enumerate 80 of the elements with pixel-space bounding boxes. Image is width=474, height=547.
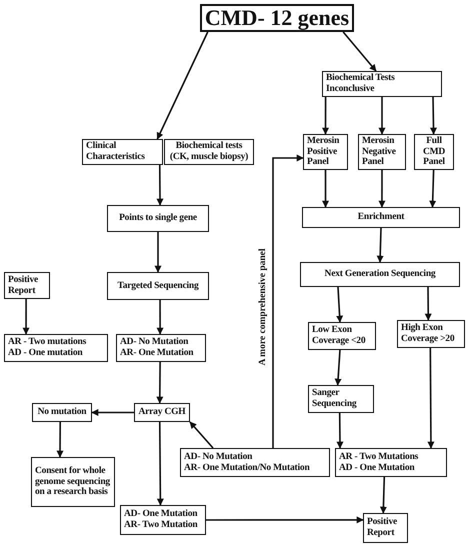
arrow bbox=[334, 350, 342, 386]
box-text: AR - Two Mutations bbox=[339, 452, 418, 462]
box-text: AD- No Mutation bbox=[120, 337, 188, 348]
process-box bbox=[120, 505, 206, 535]
box-text: Points to single gene bbox=[119, 213, 197, 224]
title-text: CMD- 12 genes bbox=[204, 7, 350, 29]
arrow bbox=[156, 165, 164, 206]
arrow bbox=[336, 413, 344, 449]
process-box bbox=[358, 134, 406, 170]
box-text: Consent for whole genome sequencing on a research basis bbox=[35, 466, 111, 498]
arrow bbox=[430, 96, 437, 135]
process-box bbox=[180, 448, 330, 477]
arrow bbox=[378, 170, 386, 208]
arrow bbox=[206, 516, 364, 524]
process-box bbox=[134, 403, 190, 422]
box-text: AR- One Mutation/No Mutation bbox=[184, 462, 310, 474]
box-text: AR - Two mutations bbox=[8, 337, 86, 348]
process-box bbox=[335, 448, 447, 477]
box-text: Targeted Sequencing bbox=[117, 280, 199, 292]
box-text: AR- One Mutation bbox=[120, 348, 194, 359]
process-box bbox=[414, 134, 454, 170]
arrow bbox=[427, 348, 434, 449]
box-text: Enrichment bbox=[358, 212, 404, 223]
process-box bbox=[107, 272, 209, 300]
box-text: Merosin Positive Panel bbox=[307, 136, 340, 168]
arrow bbox=[429, 170, 436, 208]
arrow bbox=[91, 409, 134, 416]
box-text: Sanger Sequencing bbox=[312, 388, 358, 410]
arrow bbox=[189, 421, 214, 449]
arrow bbox=[154, 232, 162, 273]
arrow bbox=[156, 422, 164, 506]
box-text: Clinical Characteristics bbox=[86, 141, 146, 163]
arrow bbox=[56, 422, 64, 458]
arrow bbox=[424, 287, 432, 321]
arrow bbox=[272, 154, 304, 448]
process-box bbox=[302, 207, 460, 228]
box-text: Array CGH bbox=[138, 407, 186, 418]
process-box bbox=[116, 334, 206, 362]
arrow bbox=[378, 97, 386, 135]
arrow bbox=[22, 299, 30, 335]
process-box bbox=[363, 513, 408, 543]
box-text: Merosin Negative Panel bbox=[362, 136, 397, 168]
arrow bbox=[342, 31, 377, 72]
box-text: AD- One Mutation bbox=[124, 509, 198, 520]
process-box bbox=[397, 320, 465, 348]
box-text: Low Exon Coverage <20 bbox=[312, 325, 366, 347]
arrow bbox=[336, 286, 344, 323]
process-box bbox=[200, 4, 354, 32]
arrow bbox=[156, 362, 164, 404]
box-text: AD - One Mutation bbox=[339, 462, 414, 474]
process-box bbox=[107, 205, 209, 232]
box-text: Next Generation Sequencing bbox=[324, 269, 436, 280]
process-box bbox=[32, 403, 92, 422]
arrow bbox=[376, 228, 384, 263]
box-text: Biochemical Tests Inconclusive bbox=[326, 73, 396, 95]
box-text: AD - One mutation bbox=[8, 348, 82, 359]
box-text: Full CMD Panel bbox=[422, 136, 446, 168]
box-text: High Exon Coverage >20 bbox=[401, 323, 456, 345]
process-box bbox=[164, 139, 254, 165]
box-text: AD- No Mutation bbox=[184, 452, 252, 462]
edge-label: A more comprehensive panel bbox=[258, 246, 268, 368]
box-text: Biochemical tests (CK, muscle biopsy) bbox=[168, 141, 250, 163]
process-box bbox=[308, 385, 374, 413]
box-text: Positive Report bbox=[367, 517, 398, 539]
process-box bbox=[4, 334, 108, 362]
process-box bbox=[303, 134, 348, 170]
box-text: No mutation bbox=[38, 407, 86, 418]
box-text: Positive Report bbox=[8, 274, 40, 296]
arrow bbox=[156, 32, 208, 140]
process-box bbox=[82, 139, 163, 165]
process-box bbox=[300, 262, 460, 287]
arrow bbox=[322, 97, 330, 135]
box-text: AR- Two Mutation bbox=[124, 520, 198, 531]
process-box bbox=[4, 272, 50, 299]
process-box bbox=[308, 322, 376, 350]
process-box bbox=[31, 457, 115, 507]
arrow bbox=[322, 170, 330, 208]
process-box bbox=[322, 71, 442, 97]
arrow bbox=[156, 300, 164, 335]
arrow bbox=[380, 476, 387, 514]
